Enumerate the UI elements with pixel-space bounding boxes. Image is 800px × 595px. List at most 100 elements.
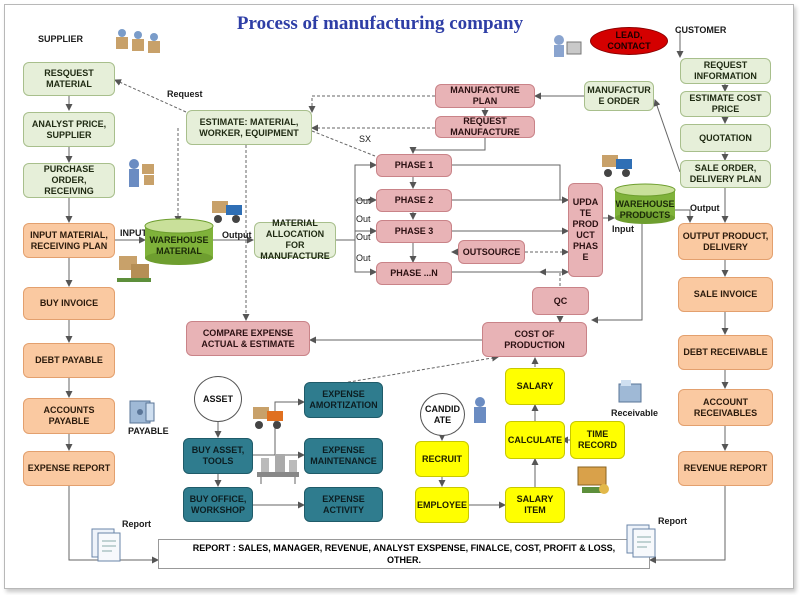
box-debt-payable: DEBT PAYABLE <box>23 343 115 378</box>
forklift-right-icon <box>602 155 632 177</box>
warehouse-products-label: WAREHOUSE PRODUCTS <box>615 199 675 220</box>
arrow-allocation-to-phasen <box>354 240 377 276</box>
box-salary: SALARY <box>505 368 565 405</box>
box-update-product-phase: UPDA TE PROD UCT PHAS E <box>568 183 603 277</box>
input-left-label: INPUT <box>120 228 147 238</box>
box-request-information: REQUEST INFORMATION <box>680 58 771 84</box>
worker-icon <box>129 159 154 187</box>
box-buy-invoice: BUY INVOICE <box>23 287 115 320</box>
workers-icon <box>116 29 160 53</box>
box-time-record: TIME RECORD <box>570 421 625 459</box>
box-input-material: INPUT MATERIAL, RECEIVING PLAN <box>23 223 115 258</box>
folder-icon <box>618 380 642 403</box>
box-qc: QC <box>532 287 589 315</box>
box-analyst-price: ANALYST PRICE, SUPPLIER <box>23 112 115 147</box>
page-title: Process of manufacturing company <box>236 13 524 34</box>
box-revenue-report: REVENUE REPORT <box>678 451 773 486</box>
out4-label: Out <box>356 253 371 263</box>
report-right-label: Report <box>658 516 687 526</box>
box-quotation: QUOTATION <box>680 124 771 152</box>
output-right-label: Output <box>690 203 720 213</box>
box-debt-receivable: DEBT RECEIVABLE <box>678 335 773 370</box>
arrow-phase1-to-update <box>452 164 569 204</box>
arrow-allocation-to-phase1 <box>336 161 377 241</box>
arrow-revenue-to-report <box>649 486 726 564</box>
box-outsource: OUTSOURCE <box>458 240 525 264</box>
forklift-icon <box>212 201 242 223</box>
box-expense-activity: EXPENSE ACTIVITY <box>304 487 383 522</box>
circle-asset: ASSET <box>194 376 242 422</box>
box-phase3: PHASE 3 <box>376 220 452 243</box>
box-phasen: PHASE ...N <box>376 262 452 285</box>
customer-label: CUSTOMER <box>675 25 727 35</box>
box-accounts-payable: ACCOUNTS PAYABLE <box>23 398 115 434</box>
box-request-material: RESQUEST MATERIAL <box>23 62 115 96</box>
warehouse-products-cylinder <box>614 183 676 224</box>
arrow-request-mfg-to-phase1 <box>409 138 486 154</box>
diagram-frame <box>4 4 794 589</box>
arrow-buyasset-to-amort <box>253 398 305 456</box>
box-material-allocation: MATERIAL ALLOCATION FOR MANUFACTURE <box>254 218 336 261</box>
box-compare-expense: COMPARE EXPENSE ACTUAL & ESTIMATE <box>186 321 310 356</box>
report-left-label: Report <box>122 519 151 529</box>
document-report-right-icon <box>626 524 656 558</box>
box-request-manufacture: REQUEST MANUFACTURE <box>435 116 535 138</box>
box-calculate: CALCULATE <box>505 421 565 459</box>
arrow-expense-to-report <box>68 486 159 564</box>
box-estimate-cost-price: ESTIMATE COST PRICE <box>680 91 771 117</box>
dash-qc-to-phase <box>539 268 561 286</box>
box-sale-invoice: SALE INVOICE <box>678 277 773 312</box>
box-account-receivables: ACCOUNT RECEIVABLES <box>678 389 773 426</box>
arrow-warehouse-to-costprod <box>591 222 643 324</box>
box-expense-maintenance: EXPENSE MAINTENANCE <box>304 438 383 474</box>
circle-candidate: CANDID ATE <box>420 393 465 436</box>
dash-manufacture-sx <box>311 130 376 157</box>
box-manufacture-plan: MANUFACTURE PLAN <box>435 84 535 108</box>
arrow-sale-to-order <box>653 99 681 173</box>
box-recruit: RECRUIT <box>415 441 469 477</box>
open-safe-icon <box>129 400 155 424</box>
candidate-worker-icon <box>474 397 486 423</box>
box-salary-item: SALARY ITEM <box>505 487 565 523</box>
request-label: Request <box>167 89 203 99</box>
supplier-label: SUPPLIER <box>38 34 84 44</box>
boxes-cart-icon <box>117 256 151 282</box>
box-report-bottom: REPORT : SALES, MANAGER, REVENUE, ANALYS… <box>158 539 650 569</box>
box-employee: EMPLOYEE <box>415 487 469 523</box>
warehouse-material-cylinder <box>144 218 214 265</box>
lead-contact-ellipse: LEAD, CONTACT <box>590 27 668 55</box>
box-estimate: ESTIMATE: MATERIAL, WORKER, EQUIPMENT <box>186 110 312 145</box>
box-expense-report: EXPENSE REPORT <box>23 451 115 486</box>
out2-label: Out <box>356 214 371 224</box>
assembly-line-icon <box>257 454 299 484</box>
input-right-label: Input <box>612 224 634 234</box>
dash-expense-to-costprod <box>342 354 499 384</box>
forklift-asset-icon <box>253 407 283 429</box>
box-purchase-order: PURCHASE ORDER, RECEIVING <box>23 163 115 198</box>
document-report-icon <box>91 528 121 562</box>
box-output-product: OUTPUT PRODUCT, DELIVERY <box>678 223 773 260</box>
box-buy-office: BUY OFFICE, WORKSHOP <box>183 487 253 522</box>
box-sale-order: SALE ORDER, DELIVERY PLAN <box>680 160 771 188</box>
box-phase2: PHASE 2 <box>376 189 452 212</box>
box-phase1: PHASE 1 <box>376 154 452 177</box>
computer-money-icon <box>577 466 609 494</box>
box-buy-asset: BUY ASSET, TOOLS <box>183 438 253 474</box>
output-left-label: Output <box>222 230 252 240</box>
lead-contact-label: LEAD, CONTACT <box>607 30 651 51</box>
box-manufacture-order: MANUFACTUR E ORDER <box>584 81 654 111</box>
arrow-warehouse-to-output <box>674 209 694 223</box>
out1-label: Out <box>356 196 371 206</box>
customer-delivery-icon <box>554 35 582 57</box>
dash-estimate-to-request <box>114 79 187 113</box>
out3-label: Out <box>356 232 371 242</box>
dash-plan-to-estimate <box>308 95 435 113</box>
box-expense-amortization: EXPENSE AMORTIZATION <box>304 382 383 418</box>
warehouse-material-label: WAREHOUSE MATERIAL <box>149 235 209 256</box>
receivable-label: Receivable <box>611 408 659 418</box>
box-cost-of-production: COST OF PRODUCTION <box>482 322 587 357</box>
payable-label: PAYABLE <box>128 426 169 436</box>
sx-label: SX <box>359 134 372 144</box>
